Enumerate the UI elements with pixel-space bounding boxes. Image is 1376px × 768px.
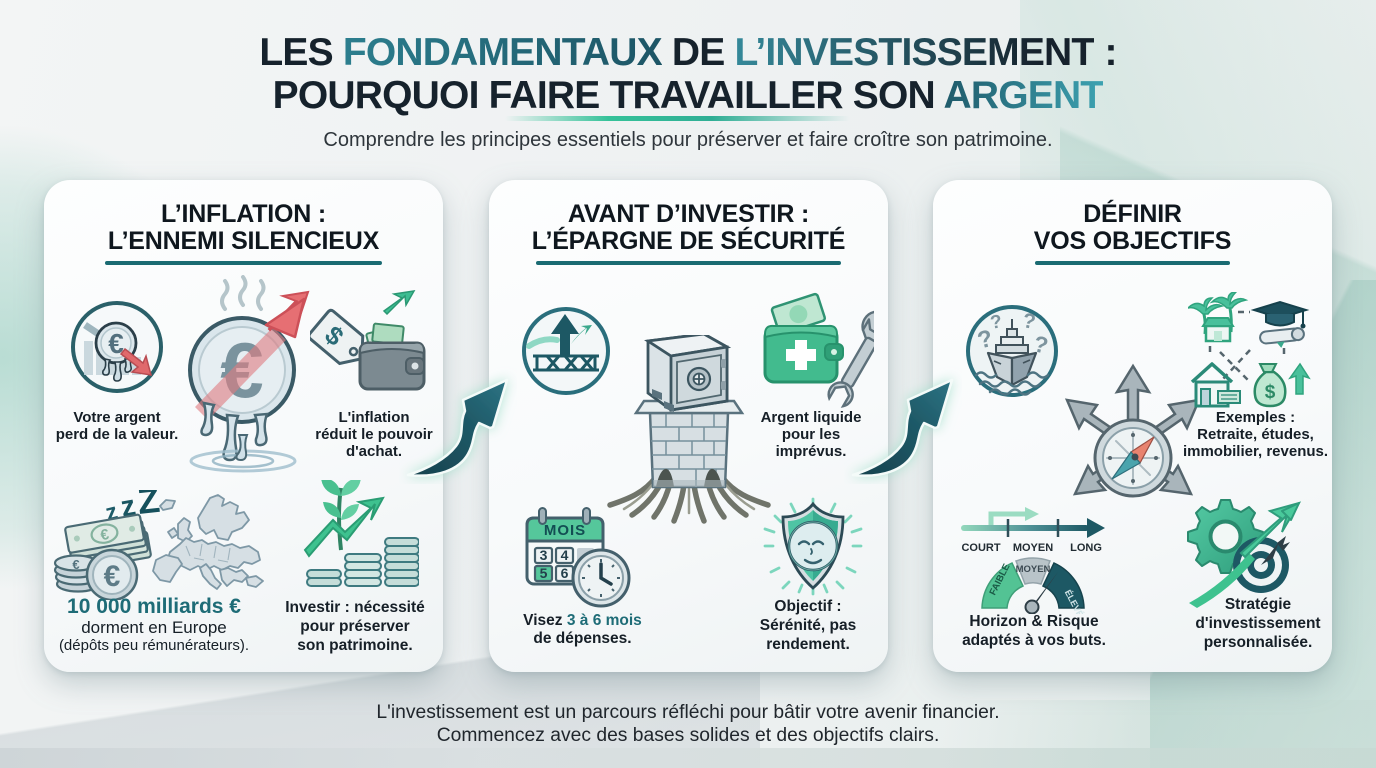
svg-text:€: € — [104, 560, 121, 593]
svg-text:3: 3 — [540, 547, 548, 563]
svg-text:€: € — [108, 328, 124, 359]
svg-text:5: 5 — [540, 565, 548, 581]
svg-text:MOIS: MOIS — [544, 522, 586, 539]
svg-text:?: ? — [1021, 309, 1038, 334]
svg-text:MOYEN: MOYEN — [1013, 542, 1053, 554]
svg-text:?: ? — [975, 325, 996, 355]
svg-text:?: ? — [1031, 330, 1051, 358]
svg-text:LONG: LONG — [1070, 542, 1102, 554]
svg-text:?: ? — [989, 311, 1003, 333]
svg-text:$: $ — [1265, 382, 1276, 403]
svg-text:4: 4 — [561, 547, 569, 563]
svg-text:COURT: COURT — [961, 542, 1000, 554]
svg-text:MOYEN: MOYEN — [1016, 564, 1051, 575]
svg-text:€: € — [99, 526, 111, 544]
svg-text:6: 6 — [561, 565, 569, 581]
svg-text:€: € — [72, 557, 79, 572]
